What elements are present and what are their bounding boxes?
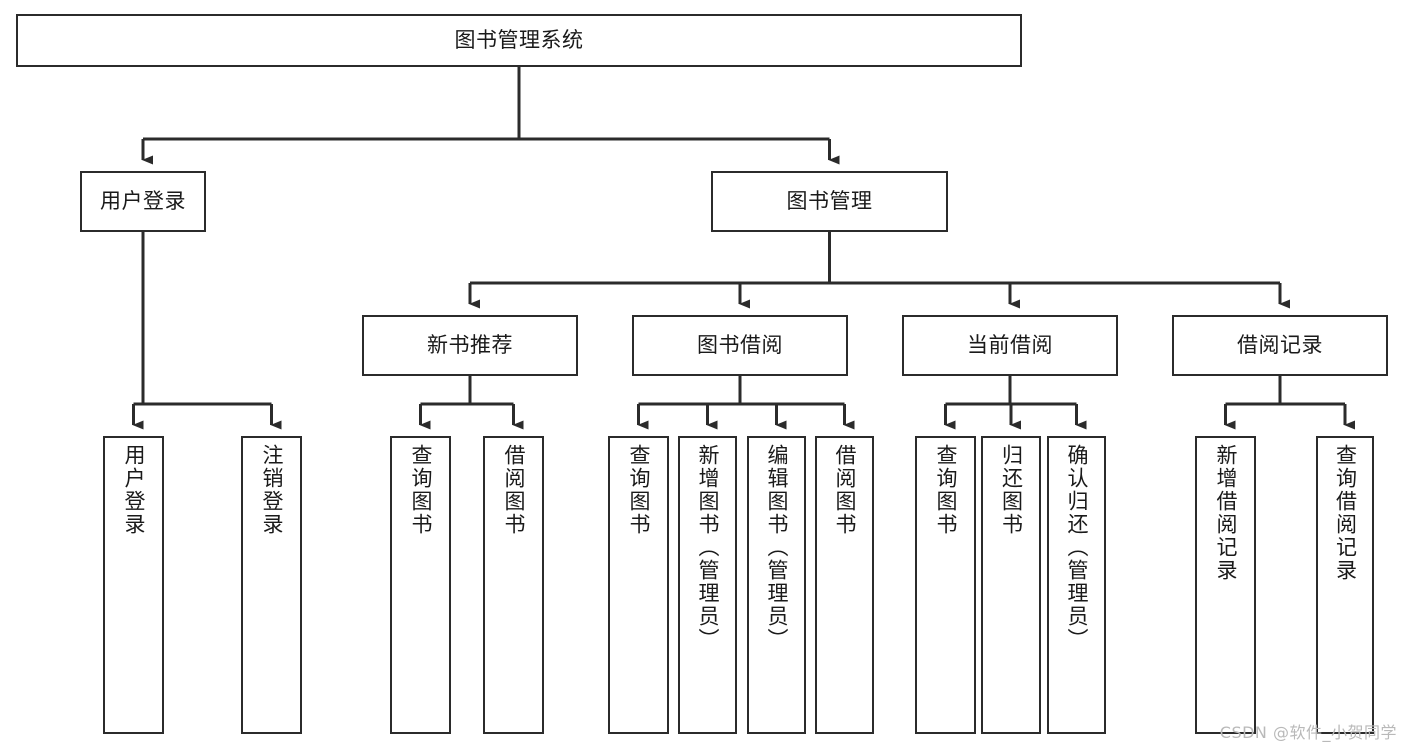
leaf-confirm-return[interactable]: 确认归还（管理员）: [1047, 436, 1106, 734]
node-book-manage[interactable]: 图书管理: [711, 171, 948, 232]
leaf-add-book-label: 新增图书（管理员）: [695, 444, 720, 651]
leaf-query-book-current[interactable]: 查询图书: [915, 436, 976, 734]
node-user-login[interactable]: 用户登录: [80, 171, 206, 232]
node-book-borrow[interactable]: 图书借阅: [632, 315, 848, 376]
leaf-borrow-book-recommend[interactable]: 借阅图书: [483, 436, 544, 734]
leaf-add-borrow-record[interactable]: 新增借阅记录: [1195, 436, 1256, 734]
node-book-manage-label: 图书管理: [786, 189, 873, 214]
leaf-query-book-current-label: 查询图书: [933, 444, 958, 536]
leaf-query-borrow-record[interactable]: 查询借阅记录: [1316, 436, 1374, 734]
leaf-borrow-book-label: 借阅图书: [832, 444, 857, 536]
leaf-add-borrow-record-label: 新增借阅记录: [1213, 444, 1238, 582]
leaf-edit-book-label: 编辑图书（管理员）: [764, 444, 789, 651]
leaf-user-login-label: 用户登录: [121, 444, 146, 536]
node-new-book-recommend[interactable]: 新书推荐: [362, 315, 578, 376]
leaf-add-book[interactable]: 新增图书（管理员）: [678, 436, 737, 734]
leaf-user-login[interactable]: 用户登录: [103, 436, 164, 734]
leaf-logout[interactable]: 注销登录: [241, 436, 302, 734]
node-root-label: 图书管理系统: [454, 28, 584, 53]
watermark-text: CSDN @软件_小贺同学: [1219, 723, 1397, 742]
leaf-borrow-book[interactable]: 借阅图书: [815, 436, 874, 734]
node-current-borrow-label: 当前借阅: [967, 333, 1053, 358]
leaf-return-book-label: 归还图书: [999, 444, 1024, 536]
leaf-borrow-book-recommend-label: 借阅图书: [501, 444, 526, 536]
leaf-confirm-return-label: 确认归还（管理员）: [1064, 444, 1089, 651]
node-borrow-record[interactable]: 借阅记录: [1172, 315, 1388, 376]
node-book-borrow-label: 图书借阅: [697, 333, 783, 358]
leaf-query-book-recommend[interactable]: 查询图书: [390, 436, 451, 734]
node-root[interactable]: 图书管理系统: [16, 14, 1022, 67]
node-user-login-label: 用户登录: [100, 189, 186, 214]
leaf-query-book-borrow[interactable]: 查询图书: [608, 436, 669, 734]
leaf-return-book[interactable]: 归还图书: [981, 436, 1041, 734]
node-borrow-record-label: 借阅记录: [1237, 333, 1323, 358]
leaf-edit-book[interactable]: 编辑图书（管理员）: [747, 436, 806, 734]
leaf-query-borrow-record-label: 查询借阅记录: [1333, 444, 1358, 582]
leaf-query-book-borrow-label: 查询图书: [626, 444, 651, 536]
leaf-logout-label: 注销登录: [259, 444, 284, 536]
node-current-borrow[interactable]: 当前借阅: [902, 315, 1118, 376]
node-new-book-recommend-label: 新书推荐: [427, 333, 513, 358]
leaf-query-book-recommend-label: 查询图书: [408, 444, 433, 536]
